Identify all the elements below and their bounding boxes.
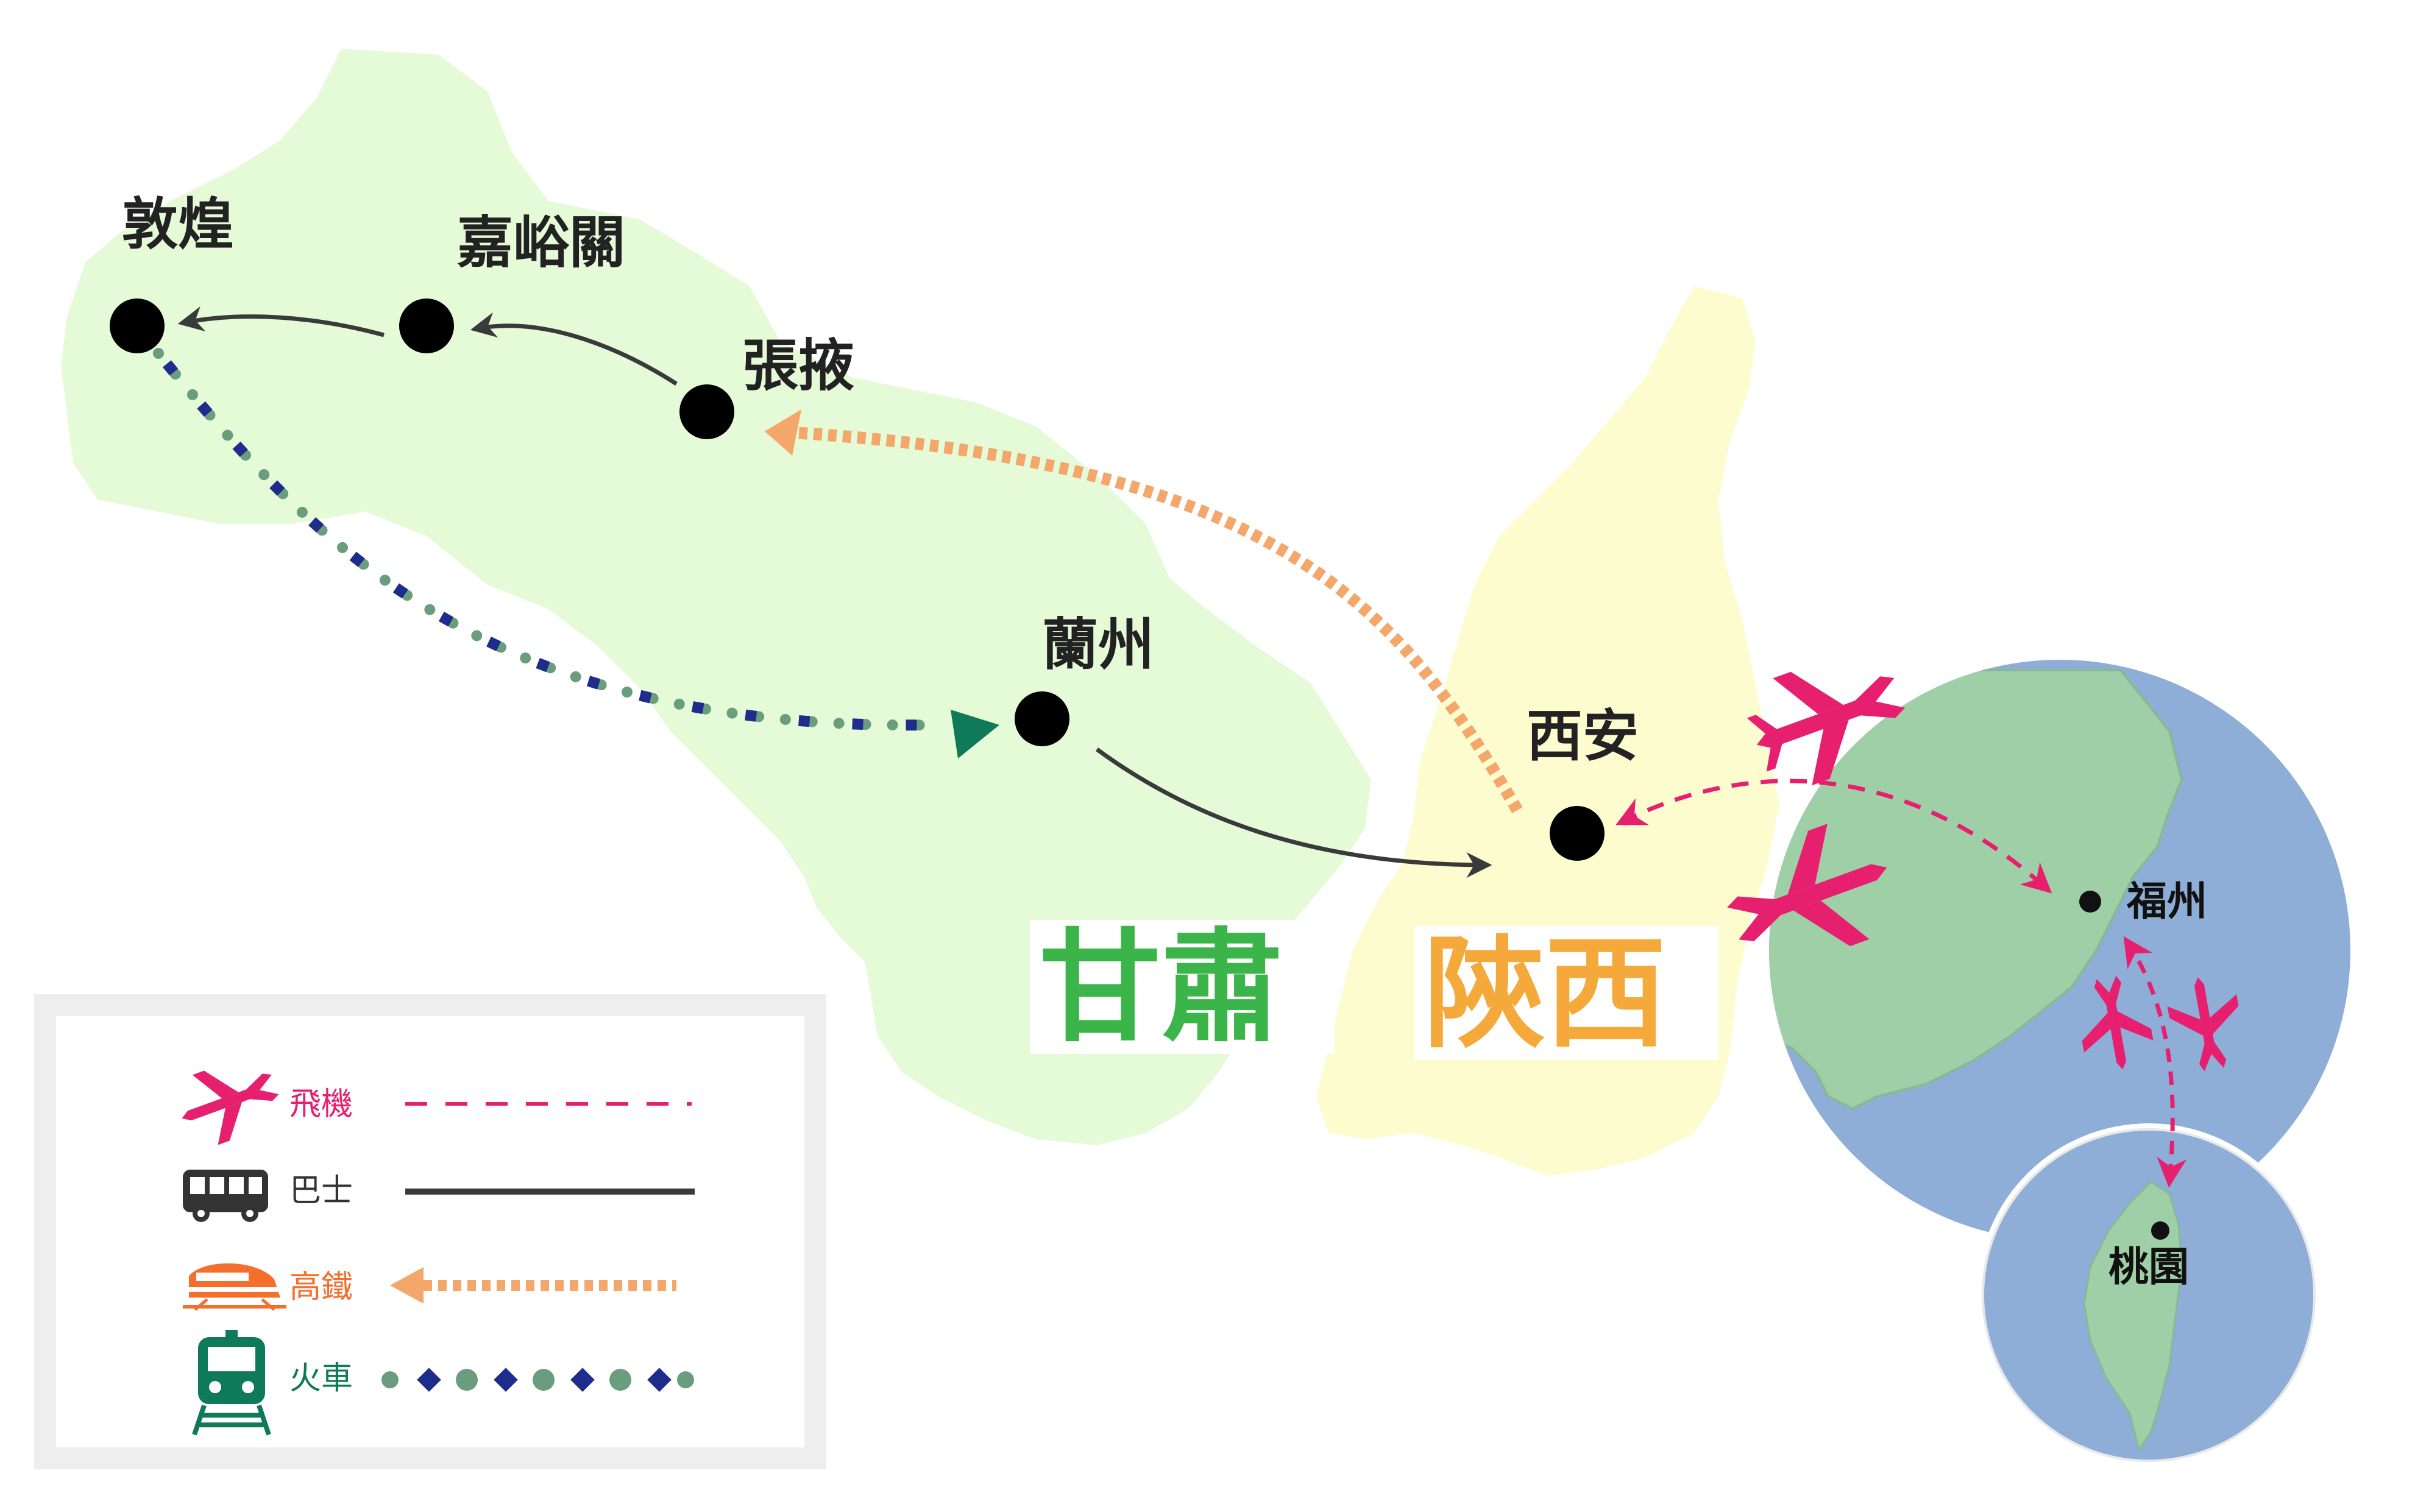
city-dot-xian xyxy=(1550,806,1605,861)
city-label-dunhuang: 敦煌 xyxy=(122,192,234,257)
plane-icon xyxy=(2167,977,2239,1072)
taiwan-inset: 桃園 xyxy=(1977,1123,2321,1467)
legend: 飛機 巴士 高鐵 xyxy=(34,994,826,1469)
city-label-lanzhou: 蘭州 xyxy=(1042,612,1154,677)
shaanxi-label-box xyxy=(1414,926,1718,1060)
gansu-province-shape xyxy=(61,49,1371,1145)
legend-train-icon xyxy=(192,1330,271,1436)
bus-route-lanzhou-xian xyxy=(1095,747,1492,878)
plane-icon xyxy=(2082,975,2154,1070)
bus-route-zhangye-jiayuguan xyxy=(470,312,678,386)
train-route-arrowhead xyxy=(951,710,999,758)
region-shaanxi: 陝西 xyxy=(1423,923,1667,1065)
city-label-xian: 西安 xyxy=(1527,704,1639,769)
plane-icon xyxy=(1727,824,1887,947)
hsr-route-xian-zhangye xyxy=(792,426,1523,813)
legend-hsr-arrowhead xyxy=(390,1267,424,1304)
legend-label-plane: 飛機 xyxy=(289,1086,353,1123)
bus-route-jiayuguan-dunhuang xyxy=(177,306,385,337)
city-dot-lanzhou xyxy=(1015,691,1069,746)
legend-line-train xyxy=(381,1368,694,1392)
legend-label-hsr: 高鐵 xyxy=(289,1269,353,1305)
plane-icon xyxy=(1747,671,1906,786)
plane-route-fuzhou-taoyuan xyxy=(2123,936,2187,1188)
legend-label-train: 火車 xyxy=(289,1360,353,1397)
legend-hsr-icon xyxy=(183,1263,286,1311)
city-dot-jiayuguan xyxy=(399,299,454,353)
legend-label-bus: 巴士 xyxy=(289,1173,353,1209)
region-gansu: 甘肅 xyxy=(1039,917,1283,1059)
city-label-taoyuan: 桃園 xyxy=(2108,1243,2189,1290)
plane-route-xian-fuzhou xyxy=(1615,779,2052,894)
city-label-fuzhou: 福州 xyxy=(2126,878,2207,925)
train-route-diamonds xyxy=(154,350,933,731)
legend-bus-icon xyxy=(183,1170,268,1222)
city-dot-zhangye xyxy=(679,384,734,439)
city-label-jiayuguan: 嘉峪關 xyxy=(457,210,625,275)
hsr-route-arrowhead xyxy=(765,409,801,456)
legend-plane-icon xyxy=(182,1070,279,1145)
city-label-zhangye: 張掖 xyxy=(742,333,854,398)
city-dot-dunhuang xyxy=(110,299,165,353)
gansu-label-box xyxy=(1030,920,1335,1054)
